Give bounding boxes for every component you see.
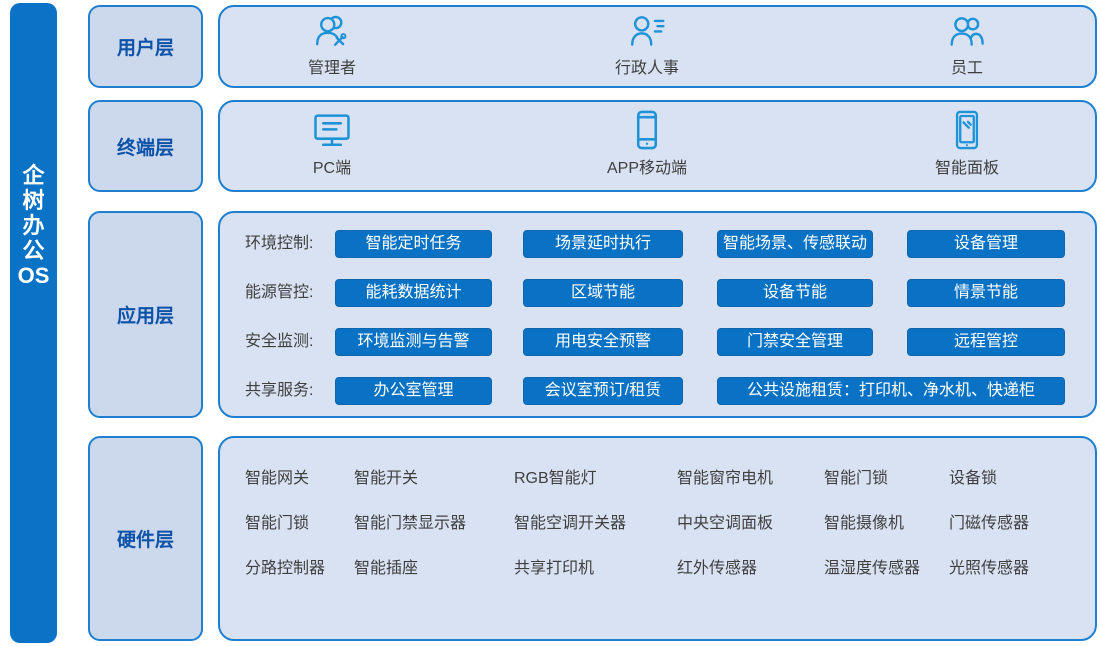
application-layer-label-text: 应用层 xyxy=(116,306,174,327)
user-item-label: 员工 xyxy=(950,60,983,77)
app-feature-chip-wide: 公共设施租赁：打印机、净水机、快递柜 xyxy=(717,377,1065,405)
hardware-item: 智能开关 xyxy=(354,470,419,487)
app-feature-chip: 环境监测与告警 xyxy=(335,328,492,356)
application-layer-label: 应用层 xyxy=(88,211,203,418)
hardware-item: RGB智能灯 xyxy=(514,470,597,487)
smart-panel-icon xyxy=(946,109,988,151)
employees-icon xyxy=(948,13,986,51)
brand-char: 办 xyxy=(22,213,45,238)
hardware-item: 智能门禁显示器 xyxy=(354,515,467,532)
app-feature-chip: 办公室管理 xyxy=(335,377,492,405)
hardware-item: 智能摄像机 xyxy=(824,515,905,532)
hardware-item: 门磁传感器 xyxy=(949,515,1030,532)
user-item-employees: 员工 xyxy=(948,13,986,78)
hardware-item: 分路控制器 xyxy=(245,560,326,577)
app-feature-chip: 智能场景、传感联动 xyxy=(717,230,873,258)
app-feature-chip: 智能定时任务 xyxy=(335,230,492,258)
hardware-layer-label: 硬件层 xyxy=(88,436,203,641)
terminal-layer-label-text: 终端层 xyxy=(116,137,174,159)
hardware-item: 设备锁 xyxy=(949,470,998,487)
app-category: 能源管控: xyxy=(245,284,314,301)
hardware-item: 中央空调面板 xyxy=(677,515,774,532)
app-category: 安全监测: xyxy=(245,333,314,350)
hardware-item: 温湿度传感器 xyxy=(824,560,921,577)
admin-user-icon xyxy=(313,13,351,51)
hardware-item: 共享打印机 xyxy=(514,560,595,577)
user-layer-label-text: 用户层 xyxy=(116,38,174,59)
hardware-item: 智能门锁 xyxy=(245,515,310,532)
user-item-admin: 管理者 xyxy=(308,13,356,78)
terminal-layer-label: 终端层 xyxy=(88,100,203,192)
smartphone-icon xyxy=(626,109,668,151)
terminal-item-label: APP移动端 xyxy=(606,160,688,177)
app-feature-chip: 用电安全预警 xyxy=(523,328,683,356)
hardware-layer-panel: 智能网关 智能开关 RGB智能灯 智能窗帘电机 智能门锁 设备锁 智能门锁 智能… xyxy=(218,436,1097,641)
desktop-icon xyxy=(310,111,354,151)
user-layer-label: 用户层 xyxy=(88,5,203,88)
brand-char: 企 xyxy=(22,163,45,188)
app-feature-chip: 区域节能 xyxy=(523,279,683,307)
user-item-label: 管理者 xyxy=(307,60,357,77)
hardware-item: 智能插座 xyxy=(354,560,419,577)
brand-char: 公 xyxy=(22,238,45,263)
brand-char: OS xyxy=(17,263,50,288)
brand-char: 树 xyxy=(22,188,45,213)
app-category: 环境控制: xyxy=(245,235,314,252)
hardware-item: 智能窗帘电机 xyxy=(677,470,774,487)
application-layer-panel: 环境控制: 智能定时任务 场景延时执行 智能场景、传感联动 设备管理 能源管控:… xyxy=(218,211,1097,418)
terminal-layer-panel: PC端 APP移动端 xyxy=(218,100,1097,192)
hardware-layer-label-text: 硬件层 xyxy=(116,530,174,551)
terminal-item-label: PC端 xyxy=(312,160,352,177)
app-feature-chip: 设备节能 xyxy=(717,279,873,307)
hardware-item: 智能门锁 xyxy=(824,470,889,487)
app-feature-chip: 会议室预订/租赁 xyxy=(523,377,683,405)
hr-user-icon xyxy=(628,13,666,51)
hardware-item: 智能网关 xyxy=(245,470,310,487)
user-item-hr: 行政人事 xyxy=(615,13,679,78)
app-feature-chip: 能耗数据统计 xyxy=(335,279,492,307)
hardware-item: 红外传感器 xyxy=(677,560,758,577)
terminal-item-label: 智能面板 xyxy=(934,160,1000,177)
user-item-label: 行政人事 xyxy=(614,60,680,77)
user-layer-panel: 管理者 行政人事 xyxy=(218,5,1097,88)
app-feature-chip: 情景节能 xyxy=(907,279,1065,307)
hardware-item: 智能空调开关器 xyxy=(514,515,627,532)
hardware-item: 光照传感器 xyxy=(949,560,1030,577)
app-feature-chip: 场景延时执行 xyxy=(523,230,683,258)
app-feature-chip: 远程管控 xyxy=(907,328,1065,356)
terminal-item-app: APP移动端 xyxy=(607,109,687,178)
terminal-item-pc: PC端 xyxy=(310,111,354,178)
app-category: 共享服务: xyxy=(245,382,314,399)
app-feature-chip: 设备管理 xyxy=(907,230,1065,258)
terminal-item-panel: 智能面板 xyxy=(935,109,999,178)
brand-bar: 企 树 办 公 OS xyxy=(10,3,57,643)
app-feature-chip: 门禁安全管理 xyxy=(717,328,873,356)
